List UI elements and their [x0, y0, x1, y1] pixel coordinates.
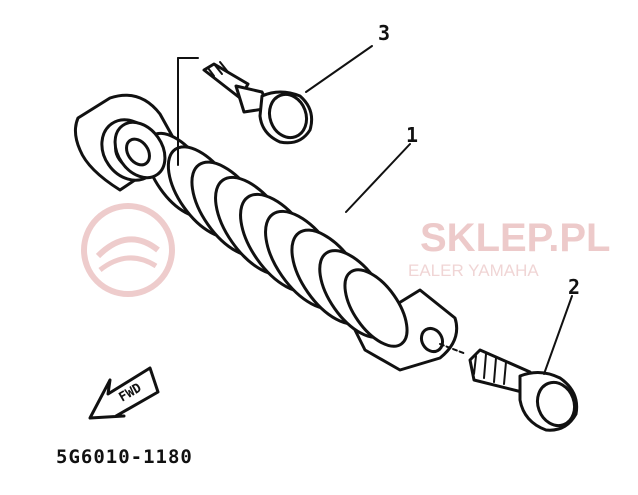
watermark-logo-icon — [81, 203, 175, 297]
leader-lines — [177, 45, 573, 375]
drawing-code: 5G6010-1180 — [56, 446, 193, 468]
callout-2: 2 — [568, 275, 580, 299]
shock-absorber — [73, 93, 459, 372]
watermark-tagline: EALER YAMAHA — [408, 261, 539, 280]
callout-1: 1 — [406, 123, 418, 147]
watermark: SKLEP.PL EALER YAMAHA — [81, 203, 610, 297]
callout-3: 3 — [378, 21, 390, 45]
watermark-brand: SKLEP.PL — [420, 216, 610, 260]
spring-coils — [144, 131, 409, 348]
fwd-arrow-icon: FWD — [88, 366, 160, 420]
bolt-3 — [202, 61, 314, 145]
bolt-2 — [468, 348, 579, 432]
